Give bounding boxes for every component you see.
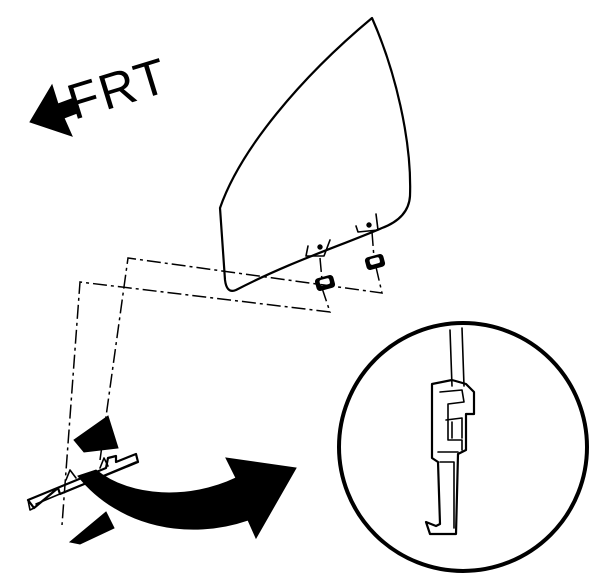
front-label: FRT (61, 47, 175, 130)
detail-view (337, 321, 589, 573)
door-glass-panel (218, 16, 412, 292)
fastener-nut (314, 275, 336, 291)
alignment-lines (61, 231, 383, 526)
fastener-nut (364, 254, 386, 270)
curved-arrow-icon (77, 457, 297, 540)
front-arrow-icon (29, 83, 81, 137)
wedge-arrow-icon (73, 415, 119, 453)
wedge-arrow-icon (68, 511, 115, 545)
